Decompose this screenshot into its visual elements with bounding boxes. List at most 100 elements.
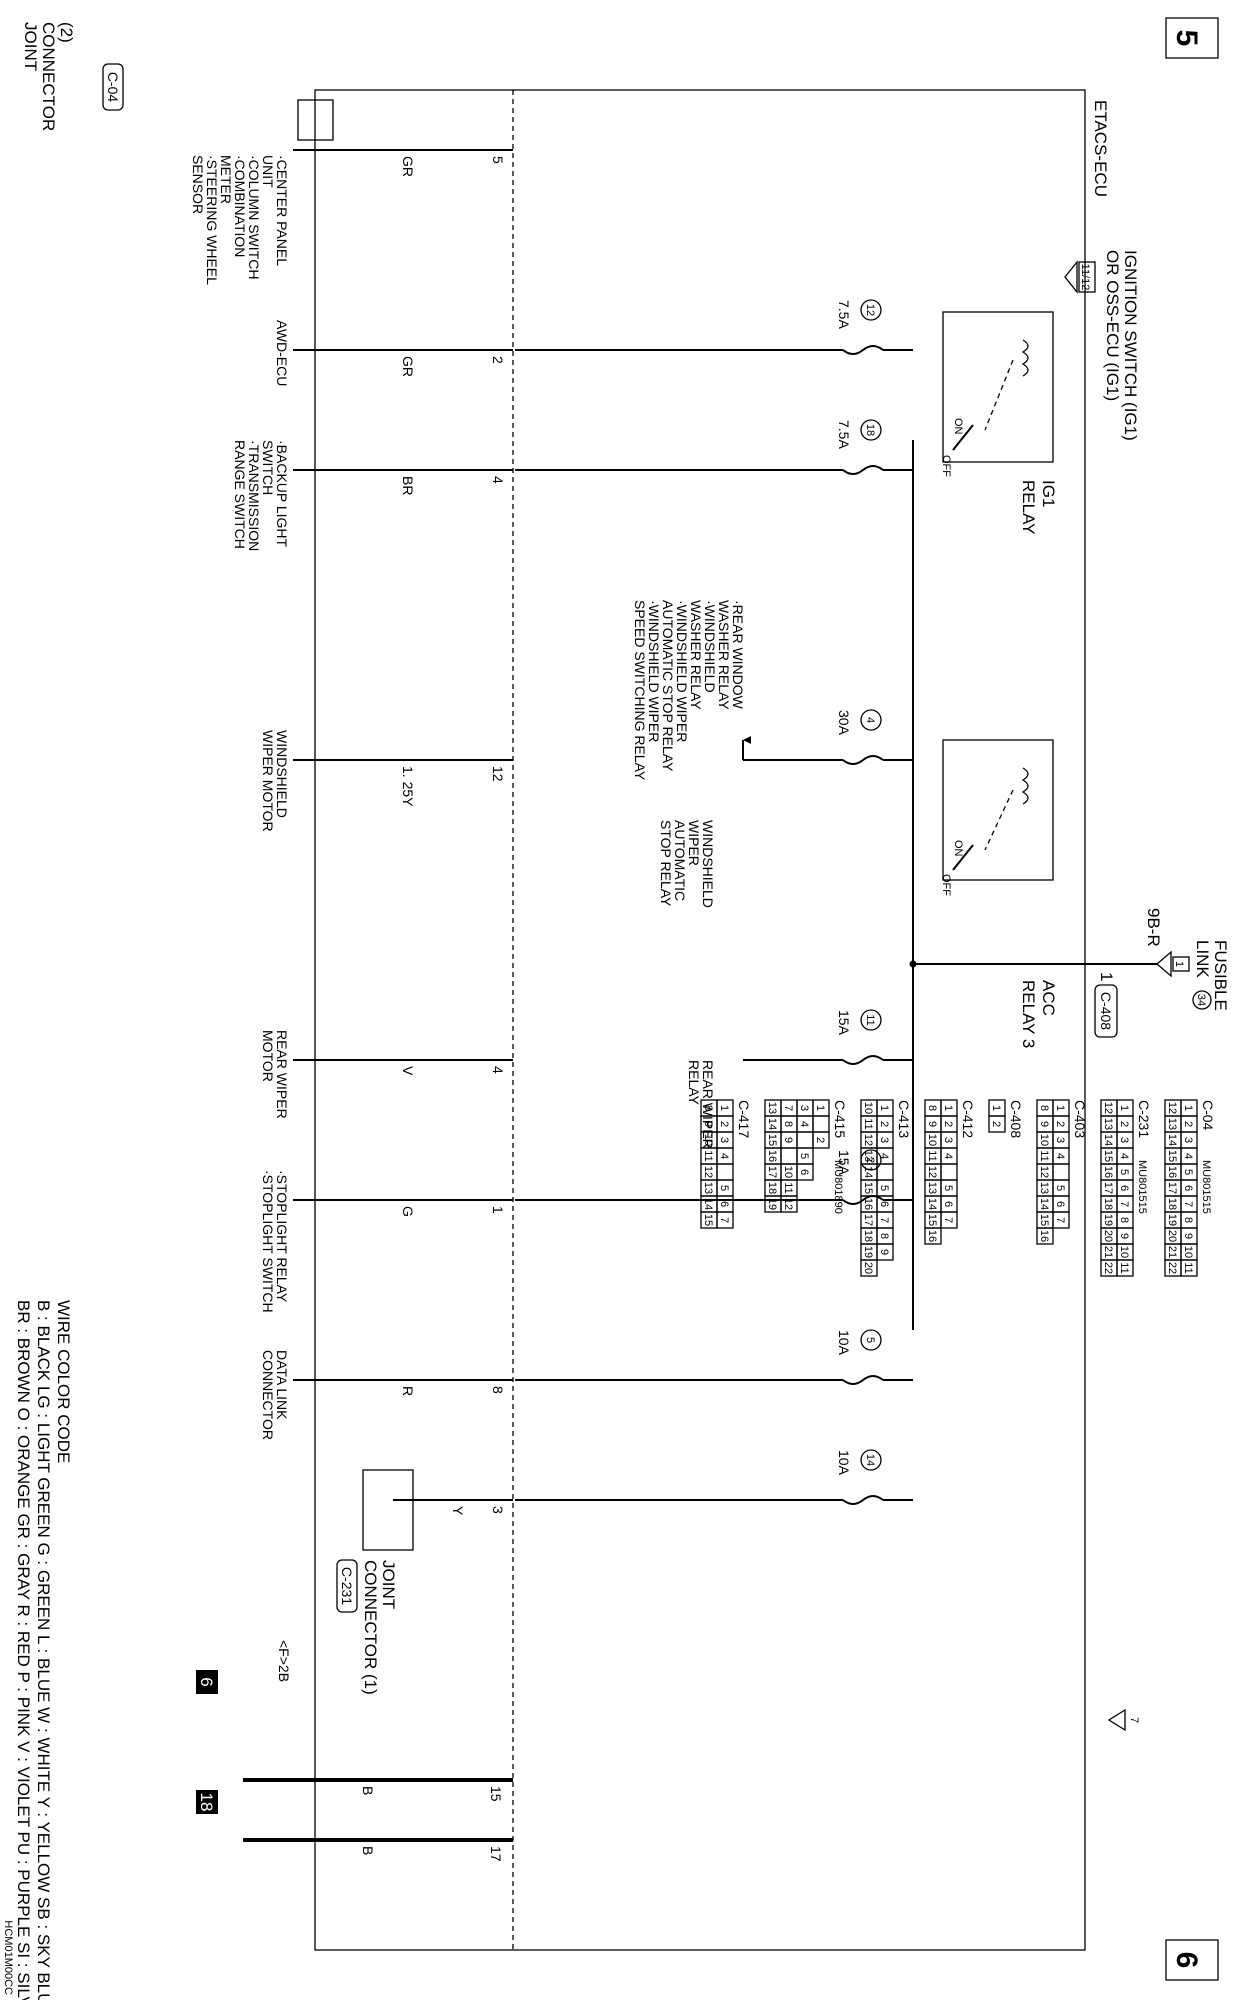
connector-view-C-04-pin: 15 (1166, 1150, 1178, 1162)
connector-view-C-04-pin: 14 (1166, 1134, 1178, 1146)
connector-view-C-231-pin: 13 (1102, 1118, 1114, 1130)
fuse-5-number-circle (860, 1329, 882, 1351)
wiper-group-text-line: ·WINDSHIELD WIPER (674, 600, 690, 742)
connector-view-C-231-pin: 3 (1118, 1137, 1130, 1143)
connector-view-C-412-pin: 1 (942, 1105, 954, 1111)
wiper-group-text-line: WASHER RELAY (688, 600, 704, 710)
connector-view-C-403-pin: 15 (1038, 1214, 1050, 1226)
fusible-link-number-circle (1192, 990, 1212, 1010)
o3-load: SWITCH (260, 440, 276, 495)
connector-view-C-412-pin: 5 (942, 1185, 954, 1191)
connector-view-C-412-pin: 7 (942, 1217, 954, 1223)
fuse-11-amp: 15A (836, 1010, 852, 1036)
connector-view-C-413-pin: 3 (878, 1137, 890, 1143)
fuse-14-number-circle (860, 1449, 882, 1471)
ig1-relay-coil-icon (1021, 339, 1029, 377)
o7-load: CONNECTOR (260, 1350, 276, 1440)
acc-relay-name-1: ACC (1039, 980, 1058, 1016)
ground-pin-15: 15 (488, 1786, 504, 1802)
legend-line-2: BR : BROWN O : ORANGE GR : GRAY R : RED … (14, 1300, 33, 2000)
wiper-group-text-line: SPEED SWITCHING RELAY (632, 600, 648, 781)
connector-view-C-04-pin: 16 (1166, 1166, 1178, 1178)
connector-view-C-231-pin: 2 (1118, 1121, 1130, 1127)
connector-view-C-04-pin: 5 (1182, 1169, 1194, 1175)
connector-view-C-412-pin: 16 (926, 1230, 938, 1242)
o4-load: WIPER MOTOR (260, 730, 276, 832)
acc-relay-coil-icon (1021, 767, 1029, 805)
flag-7: 7 (1128, 1717, 1140, 1723)
fuse-14-icon (842, 1495, 884, 1505)
connector-view-C-415-pin-cell (812, 1115, 830, 1133)
page-box-left (1165, 17, 1219, 59)
connector-view-C-231-pin: 17 (1102, 1182, 1114, 1194)
connector-view-C-412-pin: 8 (926, 1105, 938, 1111)
connector-view-C-412-pin: 14 (926, 1198, 938, 1210)
joint2-title-3: (2) (57, 22, 76, 43)
fusible-link-flag-box (1172, 956, 1190, 972)
connector-view-C-413-title: C-413 (896, 1100, 912, 1138)
fuse-14-number: 14 (864, 1454, 876, 1466)
o3-load: ·TRANSMISSION (246, 440, 262, 551)
connector-view-C-413-pin: 5 (878, 1185, 890, 1191)
connector-view-C-413-pin: 8 (878, 1233, 890, 1239)
connector-view-C-04-pin: 3 (1182, 1137, 1194, 1143)
ig-source-label-1: IGNITION SWITCH (IG1) (1121, 250, 1140, 441)
fuse-11-number-circle (860, 1009, 882, 1031)
fuse-4-amp: 30A (836, 710, 852, 736)
connector-view-C-415-pin: 7 (782, 1105, 794, 1111)
connector-view-C-403-pin: 8 (1038, 1105, 1050, 1111)
ground-label: <F>2B (276, 1640, 292, 1682)
fusible-link-label-2: LINK (1193, 940, 1212, 978)
joint-connector-2-box (297, 99, 334, 141)
connector-view-C-231-pin: 8 (1118, 1217, 1130, 1223)
connector-view-C-04-pin: 21 (1166, 1246, 1178, 1258)
connector-view-C-231-pin: 14 (1102, 1134, 1114, 1146)
joint1-title-1: JOINT (379, 1560, 398, 1609)
ig-source-label-2: OR OSS-ECU (IG1) (1103, 250, 1122, 401)
connector-view-C-231-pin: 6 (1118, 1185, 1130, 1191)
connector-view-C-413-pin: 10 (862, 1102, 874, 1114)
page-number-left: 5 (1170, 30, 1203, 47)
o1-pin: 5 (490, 156, 506, 164)
connector-view-C-403-pin: 14 (1038, 1198, 1050, 1210)
connector-view-C-417-pin-cell (700, 1211, 718, 1229)
joint2-title-1: JOINT (21, 22, 40, 71)
connector-view-C-04-pin: 19 (1166, 1214, 1178, 1226)
o2-wire-label: GR (400, 356, 416, 377)
connector-view-C-415-pin: 16 (766, 1150, 778, 1162)
connector-view-C-408-pin: 2 (990, 1121, 1002, 1127)
connector-view-C-04-pin: 13 (1166, 1118, 1178, 1130)
drawing-code: HCM01M00CC (2, 1920, 14, 1995)
connector-view-C-417-pin: 1 (718, 1105, 730, 1111)
wiper-group-text-line: ·WINDSHIELD WIPER (646, 600, 662, 742)
connector-view-C-412-pin: 15 (926, 1214, 938, 1226)
connector-view-C-231-pin: 19 (1102, 1214, 1114, 1226)
connector-view-C-231-pin: 5 (1118, 1169, 1130, 1175)
connector-view-C-413-pin: 12 (862, 1134, 874, 1146)
connector-view-C-403-pin: 7 (1054, 1217, 1066, 1223)
bus-junction (909, 960, 917, 968)
ws-auto-stop-text-line: WINDSHIELD (700, 820, 716, 908)
fuse-2-number: 2 (864, 1157, 876, 1163)
wiper-group-text-line: WASHER RELAY (716, 600, 732, 710)
connector-view-C-403-pin: 16 (1038, 1230, 1050, 1242)
connector-view-C-415-pin-cell (780, 1147, 798, 1165)
connector-view-C-413-pin: 18 (862, 1230, 874, 1242)
ig1-relay-contact (952, 424, 974, 451)
connector-view-C-412-pin-cell (924, 1227, 942, 1245)
ground-pin-17: 17 (488, 1846, 504, 1862)
connector-view-C-413-pin-cell (860, 1259, 878, 1277)
connector-view-C-415-pin: 8 (782, 1121, 794, 1127)
acc-relay-link (984, 789, 1014, 851)
connector-view-C-403-pin: 4 (1054, 1153, 1066, 1159)
o1-load: METER (218, 155, 234, 204)
o5-load: REAR WIPER (274, 1030, 290, 1119)
wiper-group-arrow-icon (743, 736, 751, 744)
legend-line-1: B : BLACK LG : LIGHT GREEN G : GREEN L :… (34, 1300, 53, 2000)
connector-view-C-417-pin: 7 (718, 1217, 730, 1223)
connector-view-C-408-pin-cell (988, 1115, 1006, 1133)
connector-view-C-415-pin: 6 (798, 1169, 810, 1175)
